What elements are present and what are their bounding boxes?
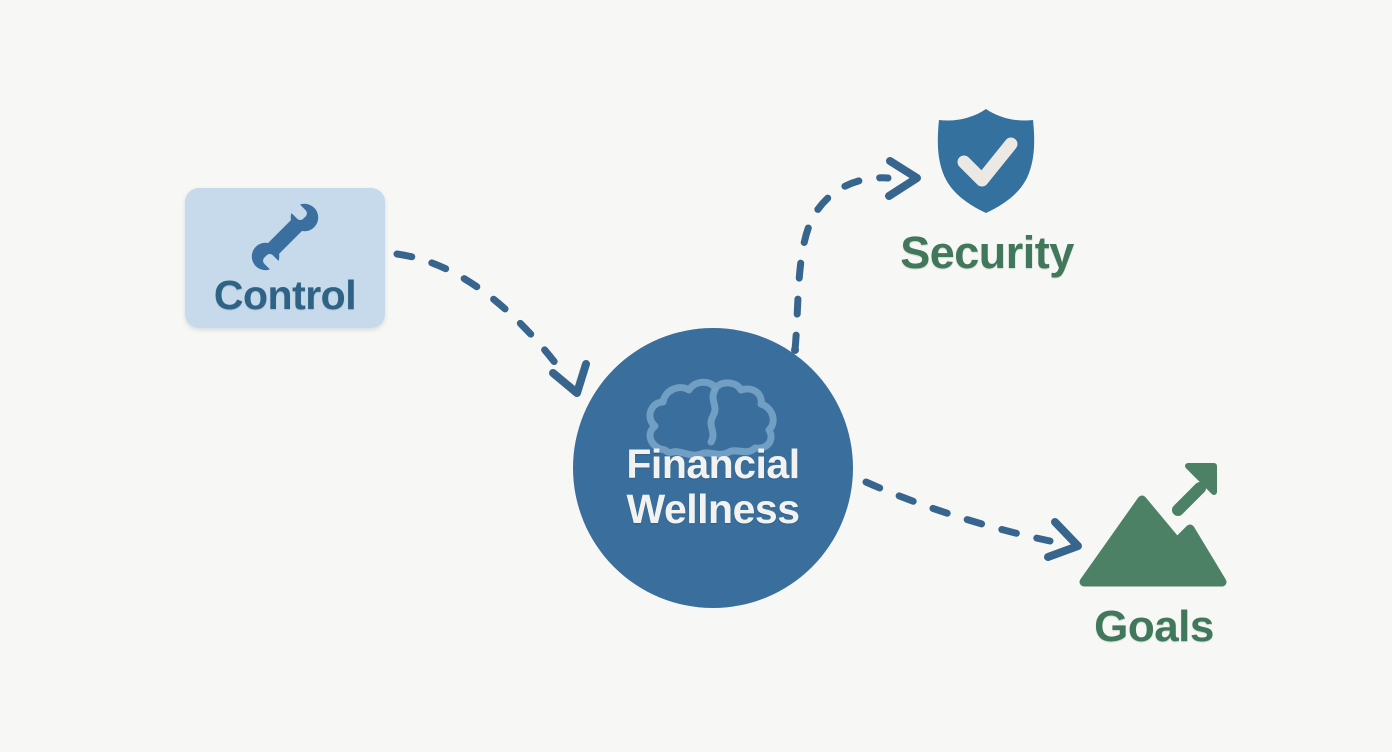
node-security-label: Security (900, 227, 1074, 278)
node-financial-wellness: Financial Wellness (573, 328, 853, 608)
node-financial-wellness-label: Financial Wellness (626, 441, 801, 533)
connector-wellness-to-goals (862, 478, 1082, 561)
node-control-label: Control (213, 272, 357, 318)
financial-wellness-line2: Wellness (626, 486, 801, 533)
connector-control-to-wellness (393, 250, 590, 397)
financial-wellness-line1: Financial (626, 441, 800, 487)
shield-check-icon (937, 109, 1035, 213)
mountain-growth-icon (1079, 463, 1227, 587)
wrench-icon (251, 198, 319, 276)
brain-icon (646, 378, 777, 458)
node-control: Control (185, 188, 385, 328)
node-goals-label: Goals (1094, 602, 1214, 651)
